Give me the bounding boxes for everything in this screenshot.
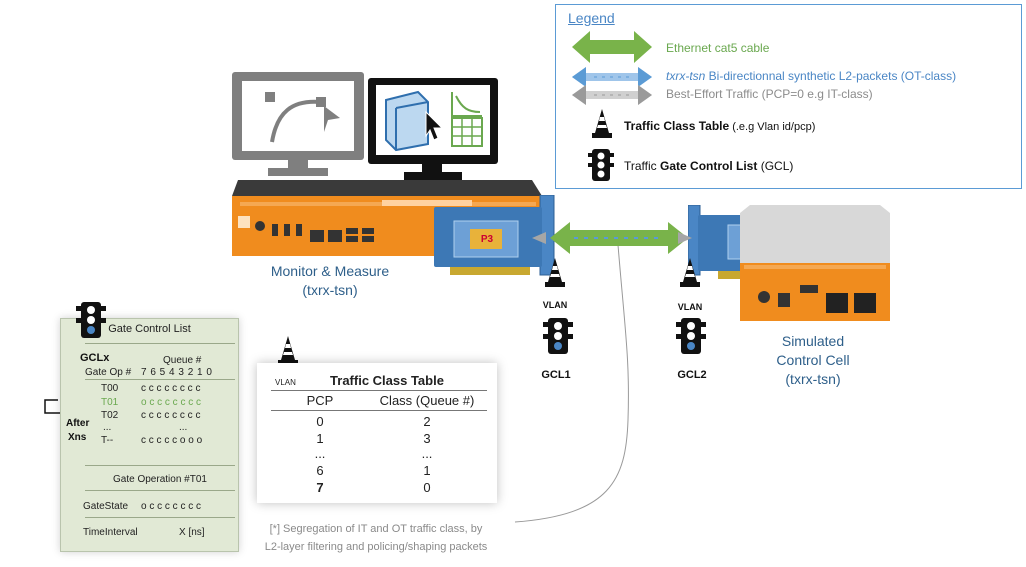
tct-pcp-cell: 1 — [316, 431, 324, 446]
gcl-divider — [85, 465, 235, 466]
gcl-divider — [85, 490, 235, 491]
tct-class-cell: 1 — [423, 463, 431, 478]
traffic-light-icon — [588, 149, 614, 181]
legend-gcl-bold: Gate Control List — [660, 159, 758, 173]
gcl-timeinterval-label: TimeInterval — [83, 527, 138, 538]
gclx-label: GCLx — [80, 352, 110, 364]
gcl-divider — [85, 517, 235, 518]
tct-pcp-cell: 0 — [316, 414, 324, 429]
legend-title: Legend — [568, 10, 615, 26]
gcl-title: Gate Control List — [108, 323, 191, 335]
control-cell-line3: (txrx-tsn) — [785, 371, 841, 387]
tct-col-class: Class (Queue #) — [379, 393, 475, 408]
control-cell-box — [740, 205, 890, 321]
traffic-class-table: VLAN Traffic Class Table PCP Class (Queu… — [257, 363, 497, 503]
gcl-gatestate-label: GateState — [83, 501, 129, 512]
legend-gate-control-list: Traffic Gate Control List (GCL) — [624, 159, 793, 173]
gcl1-traffic-light-icon — [543, 318, 573, 354]
gcl-row-op: ... — [103, 422, 112, 433]
tct-divider — [271, 390, 487, 391]
gcl-gate-op-header: Gate Op # — [85, 367, 132, 378]
gcl-op-title: Gate Operation #T01 — [113, 474, 207, 485]
ethernet-arrow-icon — [572, 31, 652, 63]
gcl-divider — [85, 379, 235, 380]
gcl-row-values: c c c c c o o o — [141, 435, 203, 446]
gcl-row-values: ... — [179, 422, 188, 433]
legend-gcl-post: (GCL) — [757, 159, 794, 173]
best-effort-arrow-icon — [572, 85, 652, 105]
after-label: After — [66, 418, 90, 429]
tct-title: Traffic Class Table — [330, 373, 444, 388]
gcl-queue-header: Queue # — [163, 355, 202, 366]
traffic-cone-icon — [592, 109, 612, 138]
tct-vlan-label: VLAN — [275, 378, 296, 387]
footnote-line1: [*] Segregation of IT and OT traffic cla… — [269, 523, 483, 535]
legend-traffic-class-table: Traffic Class Table (.e.g Vlan id/pcp) — [624, 119, 815, 133]
gcl2-vlan-label: VLAN — [677, 302, 703, 312]
tct-divider — [271, 410, 487, 411]
legend-txrx-desc: Bi-directionnal synthetic L2-packets (OT… — [705, 69, 957, 83]
legend-best-effort: Best-Effort Traffic (PCP=0 e.g IT-class) — [666, 87, 873, 101]
gcl-row-op: T02 — [101, 410, 119, 421]
legend-box: Legend Ethernet cat5 cable txrx-tsn Bi-d… — [555, 4, 1022, 189]
legend-tct-rest: (.e.g Vlan id/pcp) — [729, 121, 816, 133]
monitor-caption-line1: Monitor & Measure — [270, 263, 390, 279]
gcl-timeinterval-value: X [ns] — [179, 527, 205, 538]
monitor-caption-line2: (txrx-tsn) — [302, 282, 358, 298]
control-cell-caption: Simulated Control Cell (txrx-tsn) — [758, 332, 868, 389]
gcl-row-values: c c c c c c c c — [141, 383, 201, 394]
cad-monitor-icon — [232, 72, 364, 176]
tct-class-cell: 2 — [423, 414, 431, 429]
tct-pcp-cell: 7 — [316, 480, 324, 495]
ethernet-cable-arrow — [532, 222, 692, 254]
gcl-queue-numbers: 7 6 5 4 3 2 1 0 — [141, 367, 212, 378]
gcl2-traffic-light-icon — [676, 318, 706, 354]
footnote-line2: L2-layer filtering and policing/shaping … — [264, 541, 488, 553]
tct-traffic-cone-icon — [278, 336, 298, 365]
tct-class-cell: 0 — [423, 480, 431, 495]
legend-gcl-pre: Traffic — [624, 159, 661, 173]
nic-card-left — [434, 195, 555, 276]
legend-synthetic-traffic: txrx-tsn Bi-directionnal synthetic L2-pa… — [666, 69, 956, 83]
control-cell-line2: Control Cell — [776, 352, 850, 368]
tct-class-cell: ... — [421, 446, 433, 461]
tct-col-pcp: PCP — [306, 393, 334, 408]
control-cell-line1: Simulated — [781, 333, 845, 349]
legend-txrx-name: txrx-tsn — [666, 69, 706, 83]
gcl-divider — [85, 343, 235, 344]
nic-left-label: P3 — [480, 234, 494, 245]
tct-class-cell: 3 — [423, 431, 431, 446]
synthetic-traffic-arrow-icon — [572, 67, 652, 87]
gclx-traffic-light-icon — [76, 302, 106, 338]
xns-label: Xns — [68, 432, 87, 443]
gcl-gatestate-values: o c c c c c c c — [141, 501, 202, 512]
gcl-row-op: T-- — [101, 435, 114, 446]
gcl2-traffic-cone-icon — [680, 258, 700, 287]
tct-pcp-cell: ... — [314, 446, 326, 461]
gcl2-label: GCL2 — [677, 369, 707, 381]
gate-control-list-panel: Gate Control List Queue # Gate Op # 7 6 … — [60, 318, 239, 552]
gcl-row-values: c c c c c c c c — [141, 410, 201, 421]
legend-ethernet: Ethernet cat5 cable — [666, 41, 770, 55]
3d-design-monitor-icon — [368, 78, 498, 180]
gcl-row-op: T00 — [101, 383, 119, 394]
gcl1-label: GCL1 — [541, 369, 571, 381]
gcl-row-op: T01 — [101, 397, 119, 408]
footnote: [*] Segregation of IT and OT traffic cla… — [247, 520, 505, 556]
legend-tct-bold: Traffic Class Table — [624, 119, 730, 133]
monitor-caption: Monitor & Measure (txrx-tsn) — [250, 262, 410, 300]
gcl1-vlan-label: VLAN — [542, 300, 568, 310]
tct-pcp-cell: 6 — [316, 463, 324, 478]
gcl-row-values: o c c c c c c c — [141, 397, 202, 408]
gcl1-traffic-cone-icon — [545, 258, 565, 287]
